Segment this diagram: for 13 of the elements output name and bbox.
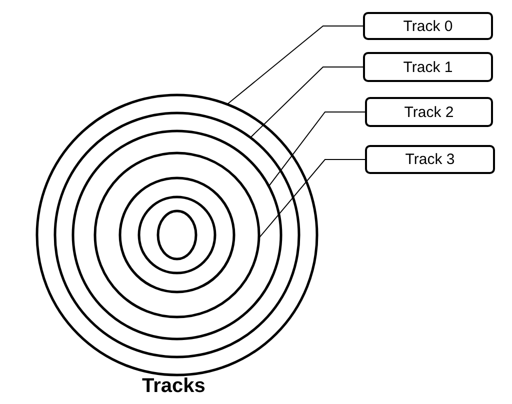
track-label: Track 3 <box>365 145 495 174</box>
leader-line <box>268 112 366 187</box>
caption: Tracks <box>142 375 206 398</box>
track-label: Track 0 <box>363 12 493 40</box>
leader-line <box>258 159 366 238</box>
leader-line <box>226 26 364 105</box>
track-circle <box>36 94 318 376</box>
track-label: Track 2 <box>365 97 493 127</box>
track-circle <box>54 112 300 358</box>
track-circle <box>94 152 260 318</box>
leader-line <box>250 66 364 138</box>
track-circle <box>72 130 282 340</box>
track-label: Track 1 <box>363 52 493 82</box>
